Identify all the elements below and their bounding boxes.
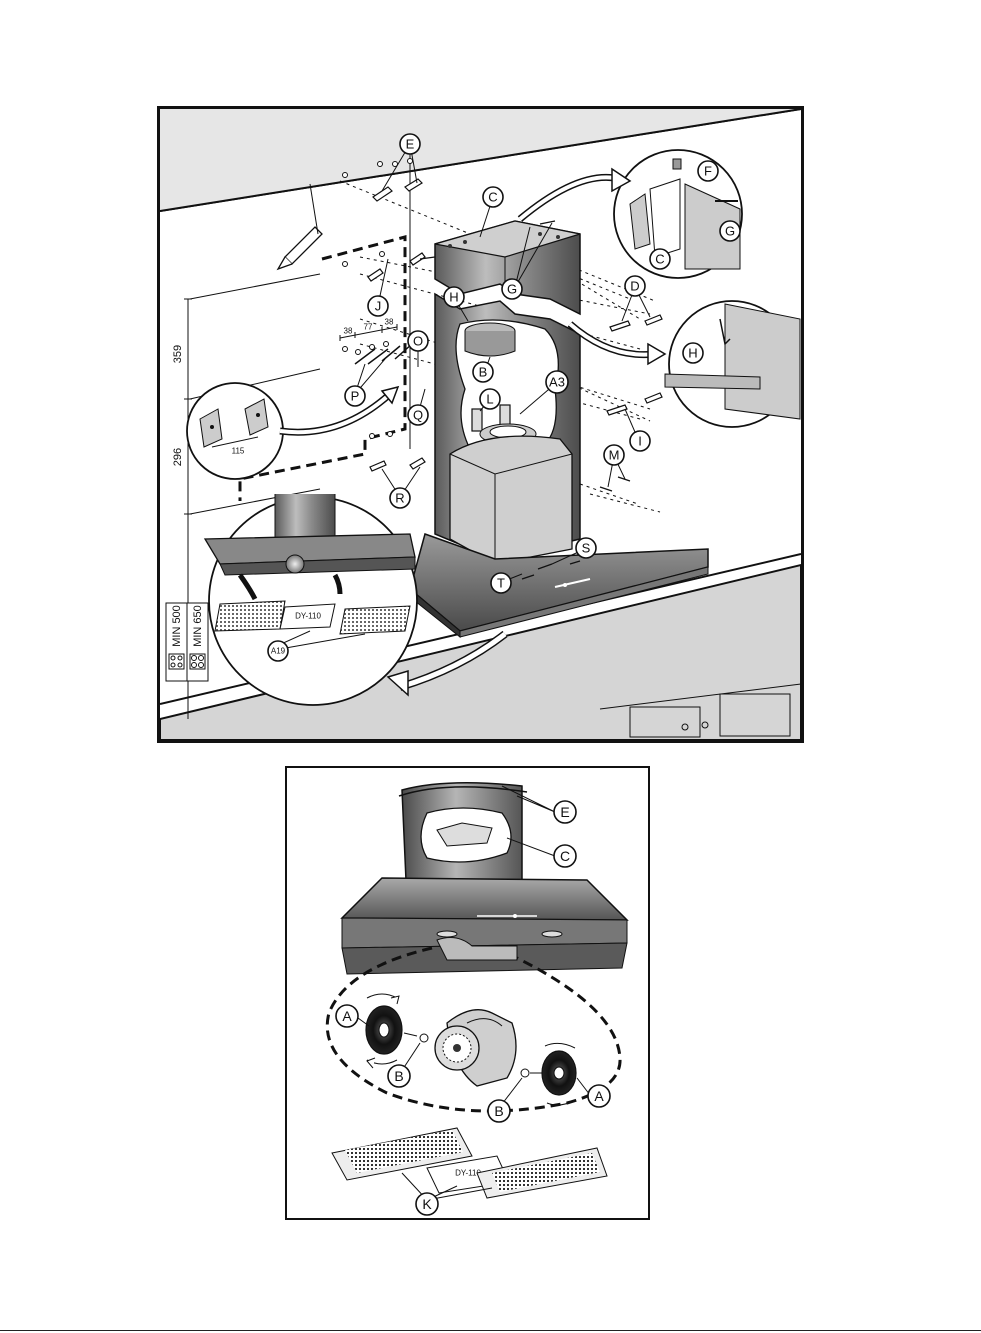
callout-a-right: A xyxy=(588,1085,610,1107)
callout-a-left: A xyxy=(336,1005,358,1027)
svg-text:E: E xyxy=(406,137,415,152)
min-500-label: MIN 500 xyxy=(171,605,183,647)
installation-illustration: 38 77 38 359 296 MIN 500 MIN 650 xyxy=(160,109,801,740)
svg-text:E: E xyxy=(560,804,569,820)
callout-a3: A3 xyxy=(546,371,568,393)
callout-l: L xyxy=(480,389,500,409)
svg-text:C: C xyxy=(488,190,497,205)
hood-body xyxy=(450,436,572,564)
bracket-detail: 115 xyxy=(187,383,398,479)
screws-m xyxy=(600,477,630,491)
installation-diagram: 38 77 38 359 296 MIN 500 MIN 650 xyxy=(157,106,804,743)
callout-g-detail: G xyxy=(720,221,740,241)
callout-b-left: B xyxy=(388,1065,410,1087)
callout-f: F xyxy=(698,161,718,181)
svg-text:H: H xyxy=(449,290,458,305)
svg-text:R: R xyxy=(395,491,404,506)
svg-text:L: L xyxy=(486,392,493,407)
callout-j: J xyxy=(368,296,388,316)
charcoal-filter-left xyxy=(366,994,428,1068)
callout-t: T xyxy=(491,573,511,593)
spacing-dimensions: 38 77 38 xyxy=(340,318,397,342)
filter-illustration: DY-110 E C A B B A K xyxy=(287,768,648,1218)
svg-text:A19: A19 xyxy=(271,647,286,656)
svg-text:F: F xyxy=(704,164,712,179)
callout-o: O xyxy=(408,331,428,351)
callout-g: G xyxy=(502,279,522,299)
charcoal-filter-right xyxy=(521,1043,576,1105)
callout-c-bottom: C xyxy=(554,845,576,867)
hob-min-distance-box: MIN 500 MIN 650 xyxy=(166,603,208,681)
dim-77: 77 xyxy=(364,323,373,332)
svg-text:G: G xyxy=(507,282,517,297)
callout-b: B xyxy=(473,362,493,382)
svg-text:O: O xyxy=(413,334,423,349)
svg-text:H: H xyxy=(688,346,697,361)
callout-c-detail: C xyxy=(650,249,670,269)
grease-filters: DY-110 xyxy=(332,1128,607,1198)
outlet-tube xyxy=(465,323,515,356)
svg-text:Q: Q xyxy=(413,408,423,423)
callout-k: K xyxy=(416,1193,438,1215)
callout-e-bottom: E xyxy=(554,801,576,823)
svg-text:B: B xyxy=(479,365,488,380)
dim-359: 359 xyxy=(172,345,184,363)
filter-diagram: DY-110 E C A B B A K xyxy=(285,766,650,1220)
callout-s: S xyxy=(576,538,596,558)
svg-text:A: A xyxy=(342,1008,352,1024)
svg-text:G: G xyxy=(725,224,735,239)
callout-e: E xyxy=(400,134,420,154)
svg-text:D: D xyxy=(630,279,639,294)
motor xyxy=(435,1010,516,1086)
filter-label-top: DY-110 xyxy=(295,612,321,621)
callout-r: R xyxy=(390,488,410,508)
dim-296: 296 xyxy=(172,448,184,466)
svg-text:C: C xyxy=(560,848,570,864)
callout-d: D xyxy=(625,276,645,296)
callout-h-detail: H xyxy=(683,343,703,363)
svg-text:A: A xyxy=(594,1088,604,1104)
hood-canopy xyxy=(342,878,627,974)
svg-text:B: B xyxy=(394,1068,403,1084)
callout-q: Q xyxy=(408,405,428,425)
svg-text:S: S xyxy=(582,541,591,556)
callout-p: P xyxy=(345,386,365,406)
svg-text:B: B xyxy=(494,1103,503,1119)
dim-115: 115 xyxy=(232,447,245,456)
svg-text:P: P xyxy=(351,389,360,404)
svg-text:M: M xyxy=(609,448,620,463)
callout-a19: A19 xyxy=(268,641,288,661)
svg-text:K: K xyxy=(422,1196,432,1212)
detail-h xyxy=(570,301,800,427)
svg-text:I: I xyxy=(638,434,642,449)
callout-i: I xyxy=(630,431,650,451)
svg-text:T: T xyxy=(497,576,505,591)
svg-text:J: J xyxy=(375,299,382,314)
callout-m: M xyxy=(604,445,624,465)
dim-38-left: 38 xyxy=(344,327,353,336)
callout-b-right: B xyxy=(488,1100,510,1122)
page-bottom-rule xyxy=(0,1330,981,1331)
min-650-label: MIN 650 xyxy=(192,605,204,647)
svg-text:C: C xyxy=(655,252,664,267)
callout-c: C xyxy=(483,187,503,207)
dim-38-right: 38 xyxy=(385,318,394,327)
svg-text:A3: A3 xyxy=(549,375,565,390)
pencil-icon xyxy=(278,184,322,269)
callout-h: H xyxy=(444,287,464,307)
